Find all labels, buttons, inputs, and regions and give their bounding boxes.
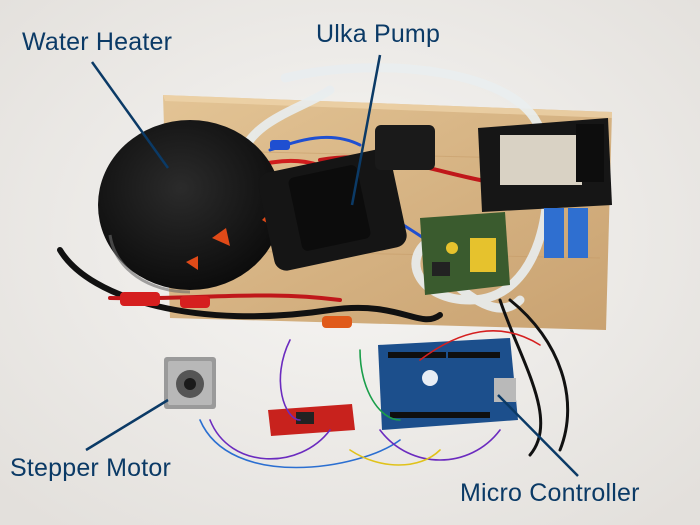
callout-lines: [85, 54, 579, 477]
ulka-pump: [258, 125, 435, 271]
pid-controller: [478, 118, 612, 212]
relay-board: [420, 212, 510, 295]
callout-line-water-heater: [90, 61, 170, 169]
callout-line-micro-controller: [497, 394, 579, 477]
ulka-pump-label: Ulka Pump: [316, 20, 441, 48]
micro-controller-label: Micro Controller: [460, 479, 640, 507]
water-heater-label: Water Heater: [22, 28, 173, 56]
terminal-blocks: [544, 208, 588, 258]
water-heater: [98, 120, 282, 294]
callout-line-stepper-motor: [85, 398, 169, 452]
arduino-board: [378, 338, 518, 430]
stepper-motor-label: Stepper Motor: [10, 454, 172, 482]
wire-connectors: [120, 140, 352, 328]
stepper-motor: [164, 357, 216, 409]
jumper-wires: [199, 330, 541, 469]
callout-line-ulka-pump: [350, 54, 382, 206]
stepper-driver: [268, 404, 355, 436]
